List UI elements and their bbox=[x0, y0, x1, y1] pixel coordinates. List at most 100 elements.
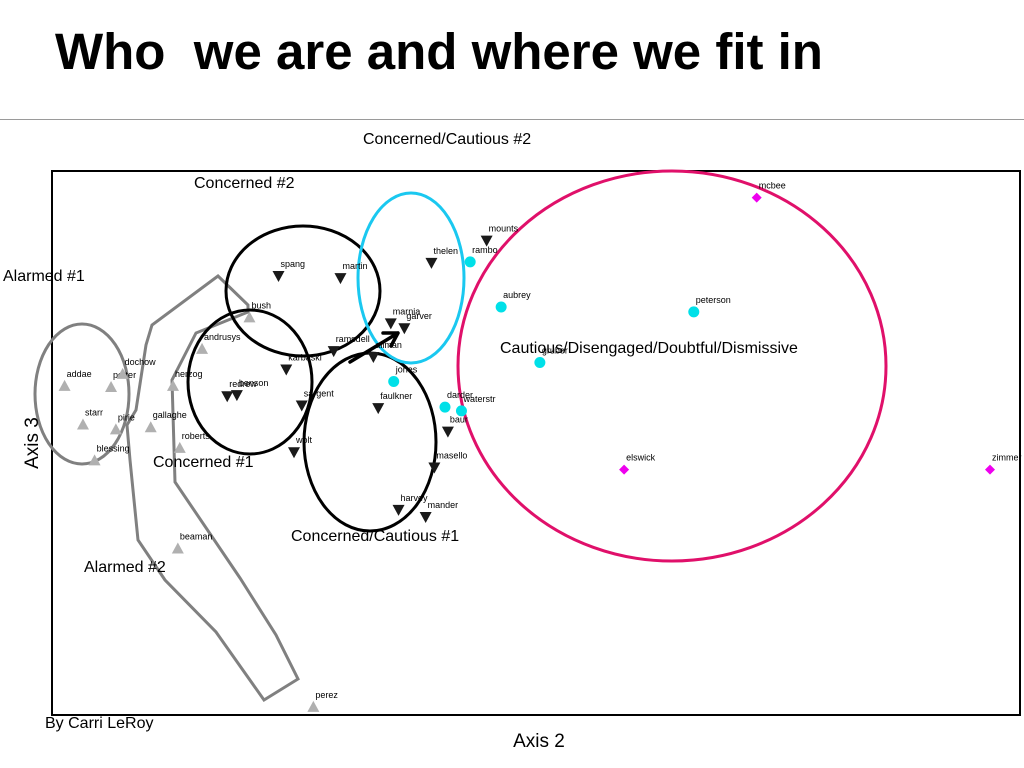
point-marnia-label: marnia bbox=[393, 306, 421, 316]
point-roberts-label: roberts bbox=[182, 431, 211, 441]
point-rambo-label: rambo bbox=[472, 245, 498, 255]
group-label-alarmed-1: Alarmed #1 bbox=[3, 268, 85, 285]
point-mcbee-label: mcbee bbox=[759, 181, 786, 191]
point-bush-label: bush bbox=[251, 300, 271, 310]
title-divider bbox=[0, 119, 1024, 120]
point-thelen bbox=[425, 257, 438, 269]
point-roberts bbox=[173, 441, 186, 453]
group-label-alarmed-2: Alarmed #2 bbox=[84, 559, 166, 576]
point-gallaghe bbox=[144, 421, 157, 433]
point-spang bbox=[272, 270, 285, 282]
point-wolt bbox=[288, 447, 300, 459]
point-rambo bbox=[464, 256, 476, 268]
point-karbaski bbox=[280, 364, 293, 376]
point-allman bbox=[367, 352, 380, 364]
point-elswick bbox=[619, 464, 630, 475]
point-mander bbox=[419, 511, 432, 523]
point-peterson-label: peterson bbox=[696, 295, 731, 305]
group-label-concerned-cautious-1: Concerned/Cautious #1 bbox=[291, 528, 459, 545]
outline-concerned-cautious-2 bbox=[356, 191, 466, 365]
point-ramsdell bbox=[327, 346, 340, 358]
point-wolt-label: wolt bbox=[295, 435, 313, 445]
point-beaman-label: beaman bbox=[180, 532, 213, 542]
group-label-concerned-1: Concerned #1 bbox=[153, 454, 254, 471]
group-label-concerned-cautious-2: Concerned/Cautious #2 bbox=[363, 131, 531, 148]
point-herzog bbox=[167, 379, 179, 391]
point-redrew bbox=[221, 391, 234, 403]
point-starr bbox=[76, 418, 89, 430]
point-perez-label: perez bbox=[315, 690, 338, 700]
point-marnia bbox=[384, 318, 397, 330]
y-axis-label: Axis 3 bbox=[22, 417, 43, 469]
point-benson bbox=[230, 390, 243, 402]
point-addae bbox=[58, 379, 71, 391]
point-gruber-label: gruber bbox=[542, 345, 568, 355]
point-blessing bbox=[88, 454, 101, 466]
point-gruber bbox=[534, 356, 546, 368]
point-aubrey bbox=[495, 301, 507, 313]
point-potter bbox=[105, 380, 118, 392]
point-spang-label: spang bbox=[281, 259, 306, 269]
point-andrusys bbox=[196, 342, 209, 354]
outline-cautious-disengaged bbox=[456, 169, 888, 563]
point-ramsdell-label: ramsdell bbox=[336, 334, 370, 344]
point-darder bbox=[439, 401, 451, 413]
point-masello bbox=[428, 462, 441, 474]
point-dochow-label: dochow bbox=[125, 357, 157, 367]
point-sargent bbox=[295, 400, 308, 412]
point-zimmer-label: zimmer bbox=[992, 453, 1022, 463]
point-waterstr-label: waterstr bbox=[462, 394, 495, 404]
outline-alarmed-2 bbox=[125, 274, 300, 703]
outline-concerned-cautious-1 bbox=[302, 351, 438, 533]
group-outlines bbox=[33, 169, 888, 703]
point-beaman bbox=[171, 542, 184, 554]
point-martin-label: martin bbox=[342, 261, 367, 271]
point-zimmer bbox=[984, 464, 995, 475]
point-mounts-label: mounts bbox=[489, 224, 519, 234]
point-peterson bbox=[688, 306, 700, 318]
point-faulkner-label: faulkner bbox=[380, 391, 412, 401]
point-benson-label: benson bbox=[239, 378, 269, 388]
slide-title: Who we are and where we fit in bbox=[55, 23, 823, 80]
point-harvey bbox=[392, 504, 405, 516]
point-martin bbox=[334, 273, 347, 285]
point-redrew-label: redrew bbox=[229, 379, 257, 389]
point-blessing-label: blessing bbox=[97, 443, 130, 453]
point-andrusys-label: andrusys bbox=[204, 332, 241, 342]
point-jones-label: jones bbox=[395, 365, 418, 375]
point-sargent-label: sargent bbox=[304, 388, 335, 398]
point-thelen-label: thelen bbox=[433, 246, 458, 256]
x-axis-label: Axis 2 bbox=[513, 731, 565, 752]
point-baur-label: baur bbox=[450, 415, 468, 425]
point-gallaghe-label: gallaghe bbox=[153, 410, 187, 420]
point-herzog-label: herzog bbox=[175, 369, 203, 379]
point-pirie bbox=[109, 423, 122, 435]
group-label-concerned-2: Concerned #2 bbox=[194, 175, 295, 192]
point-mounts bbox=[480, 235, 493, 247]
point-karbaski-label: karbaski bbox=[288, 353, 322, 363]
arrow-icon bbox=[348, 331, 400, 364]
author-credit: By Carri LeRoy bbox=[45, 715, 154, 732]
outline-concerned-2 bbox=[224, 224, 382, 358]
point-garver-label: garver bbox=[406, 311, 432, 321]
point-pirie-label: pirie bbox=[118, 412, 135, 422]
point-waterstr bbox=[455, 405, 467, 417]
point-mander-label: mander bbox=[428, 500, 459, 510]
point-masello-label: masello bbox=[436, 450, 467, 460]
point-baur bbox=[441, 426, 454, 438]
point-darder-label: darder bbox=[447, 390, 473, 400]
point-addae-label: addae bbox=[67, 369, 92, 379]
plot-frame bbox=[51, 170, 1021, 716]
point-jones bbox=[388, 376, 400, 388]
point-bush bbox=[243, 311, 256, 323]
point-faulkner bbox=[372, 403, 385, 415]
outline-concerned-1 bbox=[186, 308, 314, 456]
outline-alarmed-1 bbox=[33, 322, 131, 466]
point-allman-label: allman bbox=[375, 340, 402, 350]
point-starr-label: starr bbox=[85, 408, 103, 418]
point-perez bbox=[307, 700, 320, 712]
point-dochow bbox=[116, 367, 129, 379]
point-elswick-label: elswick bbox=[626, 453, 656, 463]
group-label-cautious-disengaged: Cautious/Disengaged/Doubtful/Dismissive bbox=[500, 340, 798, 357]
